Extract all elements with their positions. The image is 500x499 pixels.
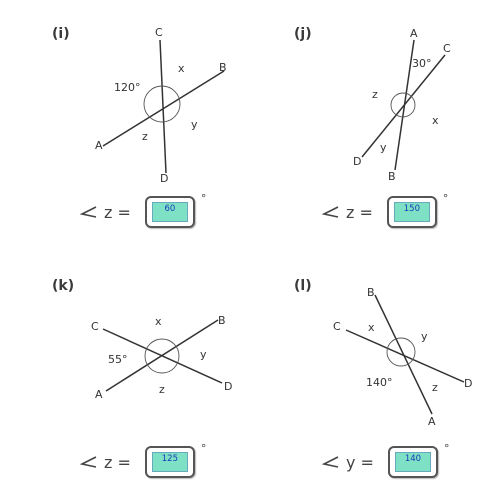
panel-label: (j) (294, 26, 312, 42)
panel-k: (k) A B C D 55° x y z z = 125 ° (0, 250, 250, 499)
angle-arc (386, 337, 416, 367)
answer-row: z = 125 ° (80, 442, 206, 478)
angle-x-label: x (178, 62, 185, 75)
answer-row: y = 140 ° (322, 442, 449, 478)
answer-row: z = 60 ° (80, 192, 206, 228)
panel-label: (k) (52, 278, 75, 294)
panel-j: (j) A B C D 30° x y z z = 150 ° (250, 0, 500, 249)
angle-arc (143, 85, 181, 123)
answer-value[interactable]: 125 (151, 452, 188, 472)
angle-z-label: z (142, 130, 148, 143)
angle-y-label: y (421, 330, 428, 343)
angle-y-label: y (200, 348, 207, 361)
point-label-b: B (219, 61, 227, 74)
angle-y-label: y (380, 141, 387, 154)
angle-icon (322, 206, 339, 218)
known-angle-label: 55° (108, 353, 128, 366)
answer-prefix: z = (104, 452, 131, 472)
point-label-a: A (410, 27, 418, 40)
degree-symbol: ° (442, 192, 449, 205)
angle-x-label: x (432, 114, 439, 127)
point-label-b: B (367, 286, 375, 299)
degree-symbol: ° (200, 192, 207, 205)
panel-label: (l) (294, 278, 312, 294)
point-label-c: C (443, 42, 451, 55)
angle-z-label: z (159, 383, 165, 396)
point-label-c: C (155, 26, 163, 39)
line-cd (102, 328, 223, 384)
panel-i: (i) A B C D 120° x y z z = 60 ° (0, 0, 250, 249)
point-label-d: D (353, 155, 361, 168)
answer-prefix: y = (346, 452, 374, 472)
answer-value[interactable]: 140 (394, 452, 431, 472)
answer-value[interactable]: 60 (151, 202, 188, 222)
point-label-a: A (95, 388, 103, 401)
intersecting-lines-diagram: A B C D 140° x y z (333, 286, 472, 428)
answer-row: z = 150 ° (322, 192, 448, 228)
known-angle-label: 120° (114, 81, 141, 94)
answer-value[interactable]: 150 (393, 202, 430, 222)
answer-input[interactable]: 125 (144, 446, 195, 478)
angle-z-label: z (432, 381, 438, 394)
intersecting-lines-diagram: A B C D 120° x y z (95, 26, 227, 185)
intersecting-lines-diagram: A B C D 30° x y z (353, 27, 451, 183)
angle-icon (322, 456, 339, 468)
line-cd (361, 54, 446, 158)
known-angle-label: 140° (366, 376, 393, 389)
answer-input[interactable]: 150 (386, 196, 437, 228)
angle-y-label: y (191, 118, 198, 131)
answer-prefix: z = (346, 202, 373, 222)
angle-z-label: z (372, 88, 378, 101)
angle-arc (390, 92, 416, 118)
degree-symbol: ° (200, 442, 207, 455)
angle-icon (80, 456, 97, 468)
answer-input[interactable]: 60 (144, 196, 195, 228)
angle-arc (144, 338, 180, 374)
known-angle-label: 30° (412, 57, 432, 70)
point-label-d: D (160, 172, 168, 185)
line-cd (345, 329, 465, 383)
angle-icon (80, 206, 97, 218)
angle-x-label: x (155, 315, 162, 328)
point-label-b: B (388, 170, 396, 183)
panel-l: (l) A B C D 140° x y z y = 140 ° (250, 250, 500, 499)
degree-symbol: ° (443, 442, 450, 455)
point-label-c: C (333, 320, 341, 333)
answer-input[interactable]: 140 (387, 446, 438, 478)
point-label-c: C (91, 320, 99, 333)
line-ab (374, 294, 433, 415)
point-label-a: A (428, 415, 436, 428)
answer-prefix: z = (104, 202, 131, 222)
point-label-d: D (464, 377, 472, 390)
point-label-d: D (224, 380, 232, 393)
panel-label: (i) (52, 26, 70, 42)
point-label-a: A (95, 139, 103, 152)
angle-x-label: x (368, 321, 375, 334)
line-cd (159, 39, 167, 174)
point-label-b: B (218, 314, 226, 327)
intersecting-lines-diagram: A B C D 55° x y z (91, 314, 232, 401)
